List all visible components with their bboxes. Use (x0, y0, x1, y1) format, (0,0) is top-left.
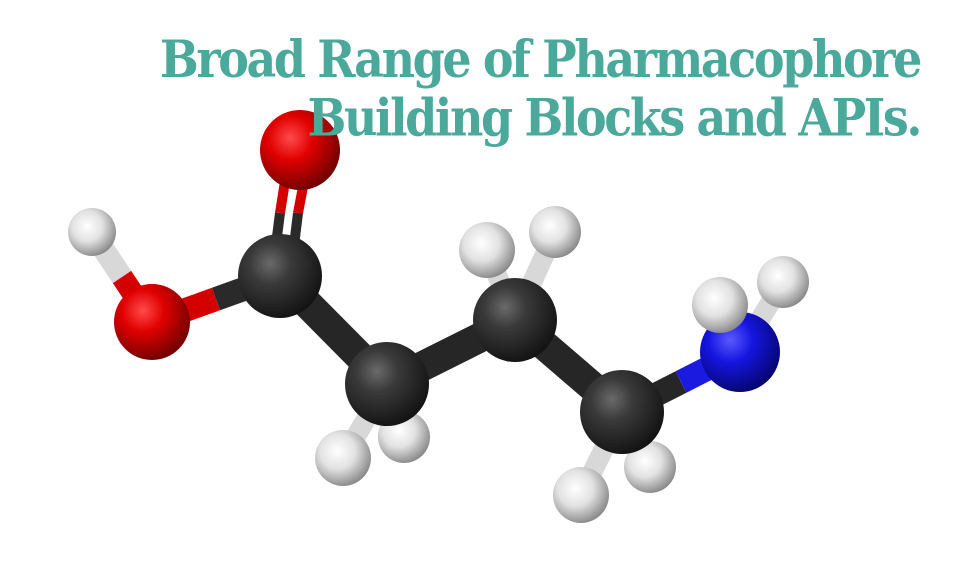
hydrogen-atom (315, 430, 371, 486)
oxygen-atom (114, 284, 190, 360)
carbon-atom (345, 342, 429, 426)
hydrogen-atom (553, 467, 609, 523)
hydrogen-atom (68, 208, 116, 256)
carbon-atom (580, 370, 664, 454)
headline-line-1: Broad Range of Pharmacophore (159, 28, 922, 90)
hydrogen-atom (459, 222, 515, 278)
headline-line-2: Building Blocks and APIs. (307, 87, 922, 148)
oxygen-atom (260, 110, 340, 190)
hydrogen-atom (757, 256, 809, 308)
carbon-atom (238, 234, 322, 318)
carbon-atom (473, 278, 557, 362)
bonds (82, 149, 792, 500)
hydrogen-atom (529, 206, 581, 258)
hydrogen-atom (624, 441, 676, 493)
headline: Broad Range of Pharmacophore Building Bl… (159, 28, 922, 148)
hydrogen-atom (692, 277, 748, 333)
